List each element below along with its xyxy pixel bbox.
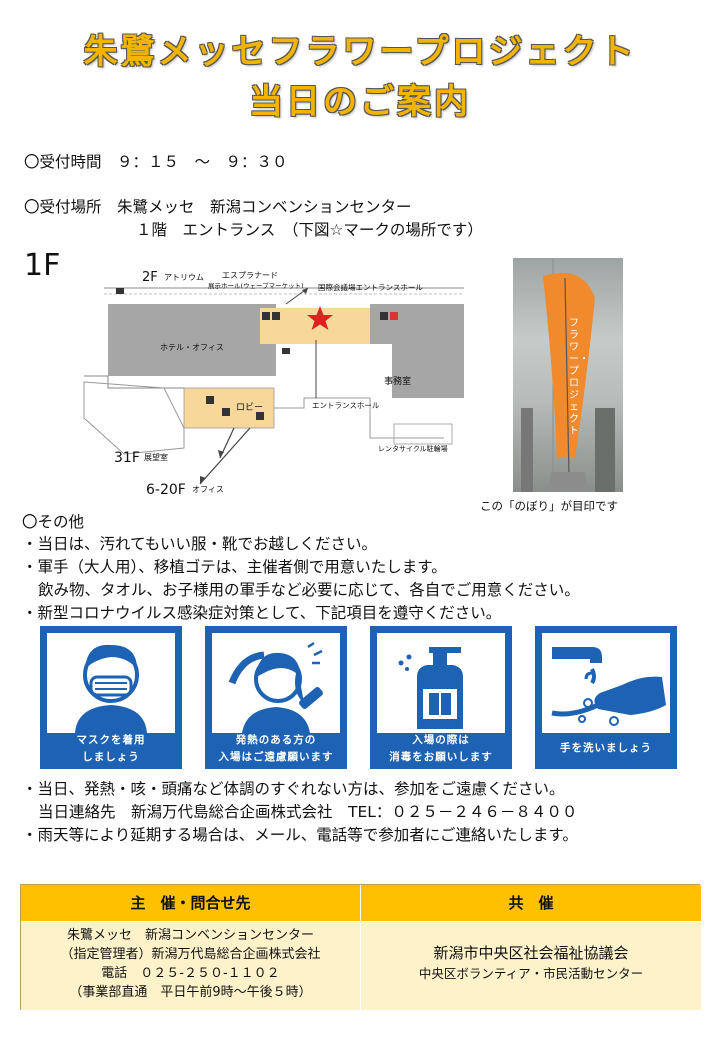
fever-person-icon	[228, 641, 323, 733]
pictogram-mask: マスクを着用 しましょう	[40, 626, 182, 769]
floor-map: 1F 2F アトリウム エスプラナード 展示ホール(ウェーブマーケット) 国際会…	[24, 248, 484, 506]
note-health: ・当日、発熱・咳・頭痛など体調のすぐれない方は、参加をご遠慮ください。	[22, 780, 565, 798]
map-obs-floor: 31F	[114, 450, 140, 466]
note-covid: ・新型コロナウイルス感染症対策として、下記項目を遵守ください。	[22, 604, 502, 622]
picto-caption-1b: しましょう	[82, 751, 140, 763]
organizer-line-4: （事業部直通 平日午前9時～午後５時）	[69, 985, 312, 1000]
table-cell-organizer: 朱鷺メッセ 新潟コンベンションセンター （指定管理者）新潟万代島総合企画株式会社…	[21, 922, 360, 1010]
map-esplanade: エスプラナード	[222, 271, 278, 280]
note-clothes: ・当日は、汚れてもいい服・靴でお越しください。	[22, 535, 377, 553]
sanitizer-bottle-icon	[398, 647, 463, 729]
map-office-label: オフィス	[192, 485, 224, 494]
map-office: 事務室	[384, 377, 412, 387]
picto-caption-3a: 入場の際は	[412, 734, 470, 746]
map-lobby: ロビー	[236, 403, 264, 413]
cohost-line-1: 新潟市中央区社会福祉協議会	[433, 944, 629, 962]
note-contact: 当日連絡先 新潟万代島総合企画株式会社 TEL：０２５－２４６－８４００	[38, 803, 578, 821]
picto-caption-1a: マスクを着用	[76, 734, 146, 746]
picto-caption-4: 手を洗いましょう	[560, 742, 652, 754]
map-intl-entrance: 国際会議場エントランスホール	[318, 283, 423, 292]
reception-time: 〇受付時間 ９：１５ ～ ９：３０	[24, 153, 288, 171]
note-rain: ・雨天等により延期する場合は、メール、電話等で参加者にご連絡いたします。	[22, 826, 578, 844]
map-atrium: アトリウム	[164, 273, 204, 282]
table-head-organizer: 主 催・問合せ先	[21, 885, 360, 921]
map-exhibition: 展示ホール(ウェーブマーケット)	[208, 282, 304, 290]
map-floor-label: 1F	[24, 248, 61, 283]
page-subtitle: 当日のご案内	[249, 82, 471, 122]
banner-photo: フラワー・プロジェクト	[513, 258, 623, 492]
table-cell-cohost: 新潟市中央区社会福祉協議会 中央区ボランティア・市民活動センター	[361, 922, 701, 1010]
reception-place: 〇受付場所 朱鷺メッセ 新潟コンベンションセンター	[24, 198, 412, 216]
map-office-floor: 6-20F	[146, 482, 186, 498]
pictogram-handwash: 手を洗いましょう	[535, 626, 677, 769]
map-rental-cycle: レンタサイクル駐輪場	[378, 445, 448, 453]
table-head-cohost: 共 催	[361, 885, 701, 921]
map-hotel: ホテル・オフィス	[160, 343, 224, 352]
map-atrium-floor: 2F	[142, 270, 158, 285]
organizer-table: 主 催・問合せ先 共 催 朱鷺メッセ 新潟コンベンションセンター （指定管理者）…	[20, 884, 701, 1011]
table-divider	[360, 885, 361, 1011]
banner-text: フラワー・プロジェクト	[569, 318, 589, 437]
organizer-line-1: 朱鷺メッセ 新潟コンベンションセンター	[66, 928, 314, 943]
other-heading: 〇その他	[22, 513, 85, 531]
table-header-divider	[21, 921, 701, 922]
photo-caption: この「のぼり」が目印です	[480, 499, 618, 513]
picto-caption-2b: 入場はご遠慮願います	[218, 751, 334, 763]
organizer-line-3: 電話 ０２５-２５０-１１０２	[101, 966, 280, 981]
reception-place-detail: １階 エントランス （下図☆マークの場所です）	[136, 221, 483, 239]
note-gloves: ・軍手（大人用）、移植ゴテは、主催者側で用意いたします。	[22, 558, 447, 576]
note-drinks: 飲み物、タオル、お子様用の軍手など必要に応じて、各自でご用意ください。	[38, 581, 580, 599]
pictogram-disinfect: 入場の際は 消毒をお願いします	[370, 626, 512, 769]
map-observation: 展望室	[144, 453, 168, 462]
organizer-line-2: （指定管理者）新潟万代島総合企画株式会社	[60, 947, 321, 962]
reception-star-icon	[307, 306, 333, 330]
pictogram-fever: 発熱のある方の 入場はご遠慮願います	[205, 626, 347, 769]
mask-person-icon	[75, 644, 147, 733]
floor-map-drawing	[83, 287, 464, 485]
map-entrance-hall: エントランスホール	[312, 401, 380, 410]
handwash-icon	[551, 647, 666, 726]
cohost-line-2: 中央区ボランティア・市民活動センター	[418, 966, 644, 981]
picto-caption-2a: 発熱のある方の	[235, 734, 317, 746]
picto-caption-3b: 消毒をお願いします	[389, 751, 493, 763]
page-title: 朱鷺メッセフラワープロジェクト	[83, 32, 637, 72]
